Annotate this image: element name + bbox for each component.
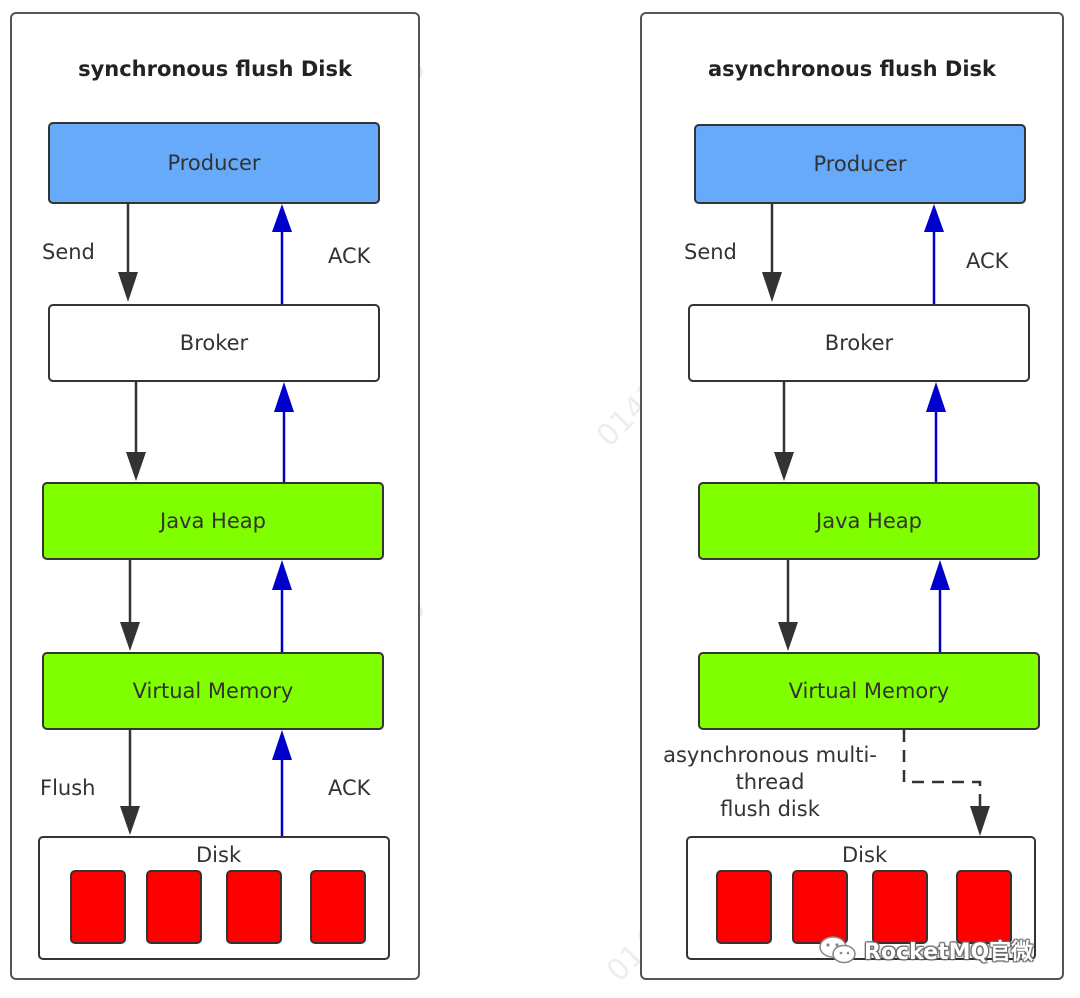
sync-disk-block [226, 870, 282, 944]
wechat-icon [819, 936, 856, 964]
sync-ack-top-label: ACK [328, 244, 371, 268]
brand-text: RocketMQ官微 [864, 940, 1034, 965]
sync-panel-title: synchronous flush Disk [78, 57, 352, 81]
async-disk-block [872, 870, 928, 944]
sync-disk-label: Disk [196, 843, 242, 867]
producer-label: Producer [813, 152, 907, 176]
async-note-line: thread [735, 770, 805, 794]
async-note-line: flush disk [720, 797, 820, 821]
async-virtual-memory-box: Virtual Memory [698, 652, 1040, 730]
brand-mark: RocketMQ官微 [818, 934, 1033, 966]
async-disk-label: Disk [842, 843, 888, 867]
sync-java-heap-box: Java Heap [42, 482, 384, 560]
virtual-memory-label: Virtual Memory [132, 679, 294, 703]
async-note-line: asynchronous multi- [663, 743, 877, 767]
sync-virtual-memory-box: Virtual Memory [42, 652, 384, 730]
async-disk-block [956, 870, 1012, 944]
broker-label: Broker [824, 331, 894, 355]
async-send-label: Send [684, 240, 737, 264]
sync-flush-label: Flush [40, 776, 96, 800]
virtual-memory-label: Virtual Memory [788, 679, 950, 703]
java-heap-label: Java Heap [160, 509, 266, 533]
sync-disk-block [70, 870, 126, 944]
java-heap-label: Java Heap [816, 509, 922, 533]
sync-broker-box: Broker [48, 304, 380, 382]
async-disk-block [716, 870, 772, 944]
async-java-heap-box: Java Heap [698, 482, 1040, 560]
sync-send-label: Send [42, 240, 95, 264]
sync-disk-block [310, 870, 366, 944]
sync-producer-box: Producer [48, 122, 380, 204]
sync-disk-block [146, 870, 202, 944]
async-disk-block [792, 870, 848, 944]
async-broker-box: Broker [688, 304, 1030, 382]
async-flush-note: asynchronous multi- thread flush disk [652, 742, 888, 823]
async-ack-top-label: ACK [966, 249, 1009, 273]
async-producer-box: Producer [694, 124, 1026, 204]
sync-ack-bottom-label: ACK [328, 776, 371, 800]
producer-label: Producer [167, 151, 261, 175]
async-panel-title: asynchronous flush Disk [707, 57, 996, 81]
broker-label: Broker [179, 331, 249, 355]
